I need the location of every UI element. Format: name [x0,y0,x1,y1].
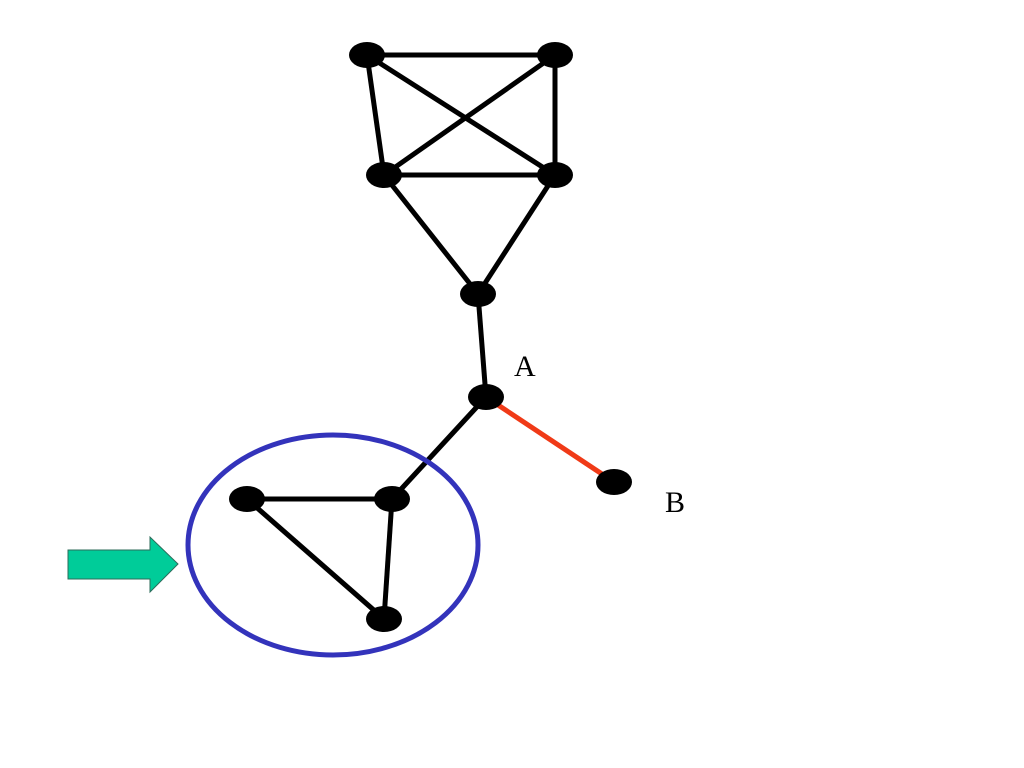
graph-nodes [229,42,632,632]
cluster-circle [185,432,481,658]
node-n1 [349,42,385,68]
node-t3 [366,606,402,632]
edge-n1-n4 [365,52,557,178]
graph-edges [245,52,616,621]
node-t1 [229,486,265,512]
node-n3 [366,162,402,188]
node-A [468,384,504,410]
edge-n1-n3 [364,54,387,176]
node-t2 [374,486,410,512]
node-B [596,469,632,495]
node-n2 [537,42,573,68]
edge-n4-n5 [475,173,558,296]
highlighted-edge-A-B [484,394,616,485]
edge-A-t2 [390,395,488,501]
edge-n5-A [475,293,489,398]
right-arrow-icon [67,535,179,594]
node-label-a: A [514,350,536,383]
node-n5 [460,281,496,307]
edge-t2-t3 [381,498,395,620]
edge-n2-n3 [382,52,557,178]
node-n4 [537,162,573,188]
node-label-b: B [665,486,685,519]
edge-n3-n5 [382,173,480,296]
edge-t1-t3 [245,497,386,621]
